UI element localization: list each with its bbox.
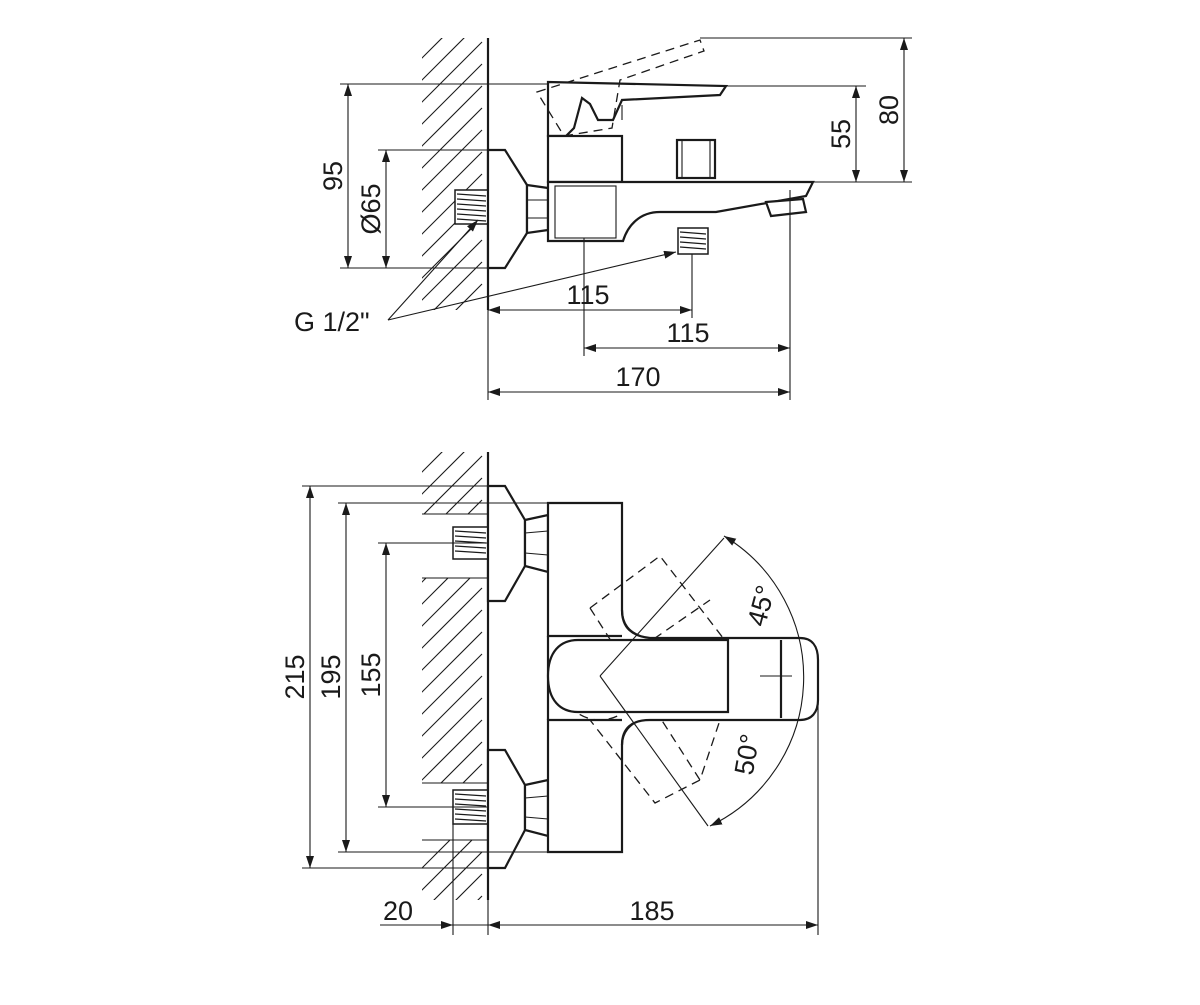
dim-115-a: 115: [566, 280, 609, 310]
dim-115-b: 115: [666, 318, 709, 348]
wall-hatching-front: [422, 452, 483, 900]
dim-155: 155: [356, 652, 386, 697]
cartridge-housing-top: [546, 134, 624, 184]
front-view: 215 195 155 45° 50° 20 185: [280, 452, 820, 935]
connector-nut-top: [525, 183, 550, 235]
top-view: 95 Ø65 55 80 115 115 170 G 1/2": [294, 37, 912, 400]
pipe-thread-top: [454, 189, 489, 225]
dimension-lines-front: [302, 485, 819, 935]
dim-80: 80: [874, 95, 904, 125]
thread-label: G 1/2": [294, 307, 370, 337]
diverter-knob: [675, 138, 717, 180]
dim-55: 55: [826, 119, 856, 149]
connector-nut-lower: [523, 778, 550, 838]
angle-ref-50: [599, 675, 709, 827]
dim-angle-45: 45°: [742, 582, 782, 629]
rotation-arc: [709, 535, 805, 827]
connector-nut-upper: [523, 513, 550, 574]
body-inner-top: [554, 185, 617, 239]
pipe-thread-lines-lower: [454, 793, 487, 822]
dim-195: 195: [316, 654, 346, 699]
dim-215: 215: [280, 654, 310, 699]
dim-diameter-65: Ø65: [356, 183, 386, 234]
mixer-body-top: [546, 180, 815, 243]
mixer-body-front-upper: [546, 501, 641, 638]
angle-ref-45: [599, 537, 725, 677]
shower-outlet-threads: [679, 231, 707, 250]
lever-hub-front: [546, 638, 730, 714]
pipe-thread-lines-top: [456, 193, 487, 222]
lever-rotated-outline-front: [589, 555, 741, 804]
dimension-lines-top: [340, 37, 912, 400]
aerator: [764, 197, 808, 218]
dim-angle-50: 50°: [729, 732, 766, 777]
escutcheon-top: [486, 148, 529, 270]
dim-20: 20: [383, 896, 413, 926]
escutcheon-lower: [486, 748, 527, 870]
pipe-thread-lines-upper: [454, 530, 487, 554]
mixer-lever-top: [546, 80, 729, 138]
dim-170: 170: [615, 362, 660, 392]
dim-185: 185: [629, 896, 674, 926]
mixer-body-front-lower: [546, 718, 641, 854]
dim-95: 95: [318, 161, 348, 191]
